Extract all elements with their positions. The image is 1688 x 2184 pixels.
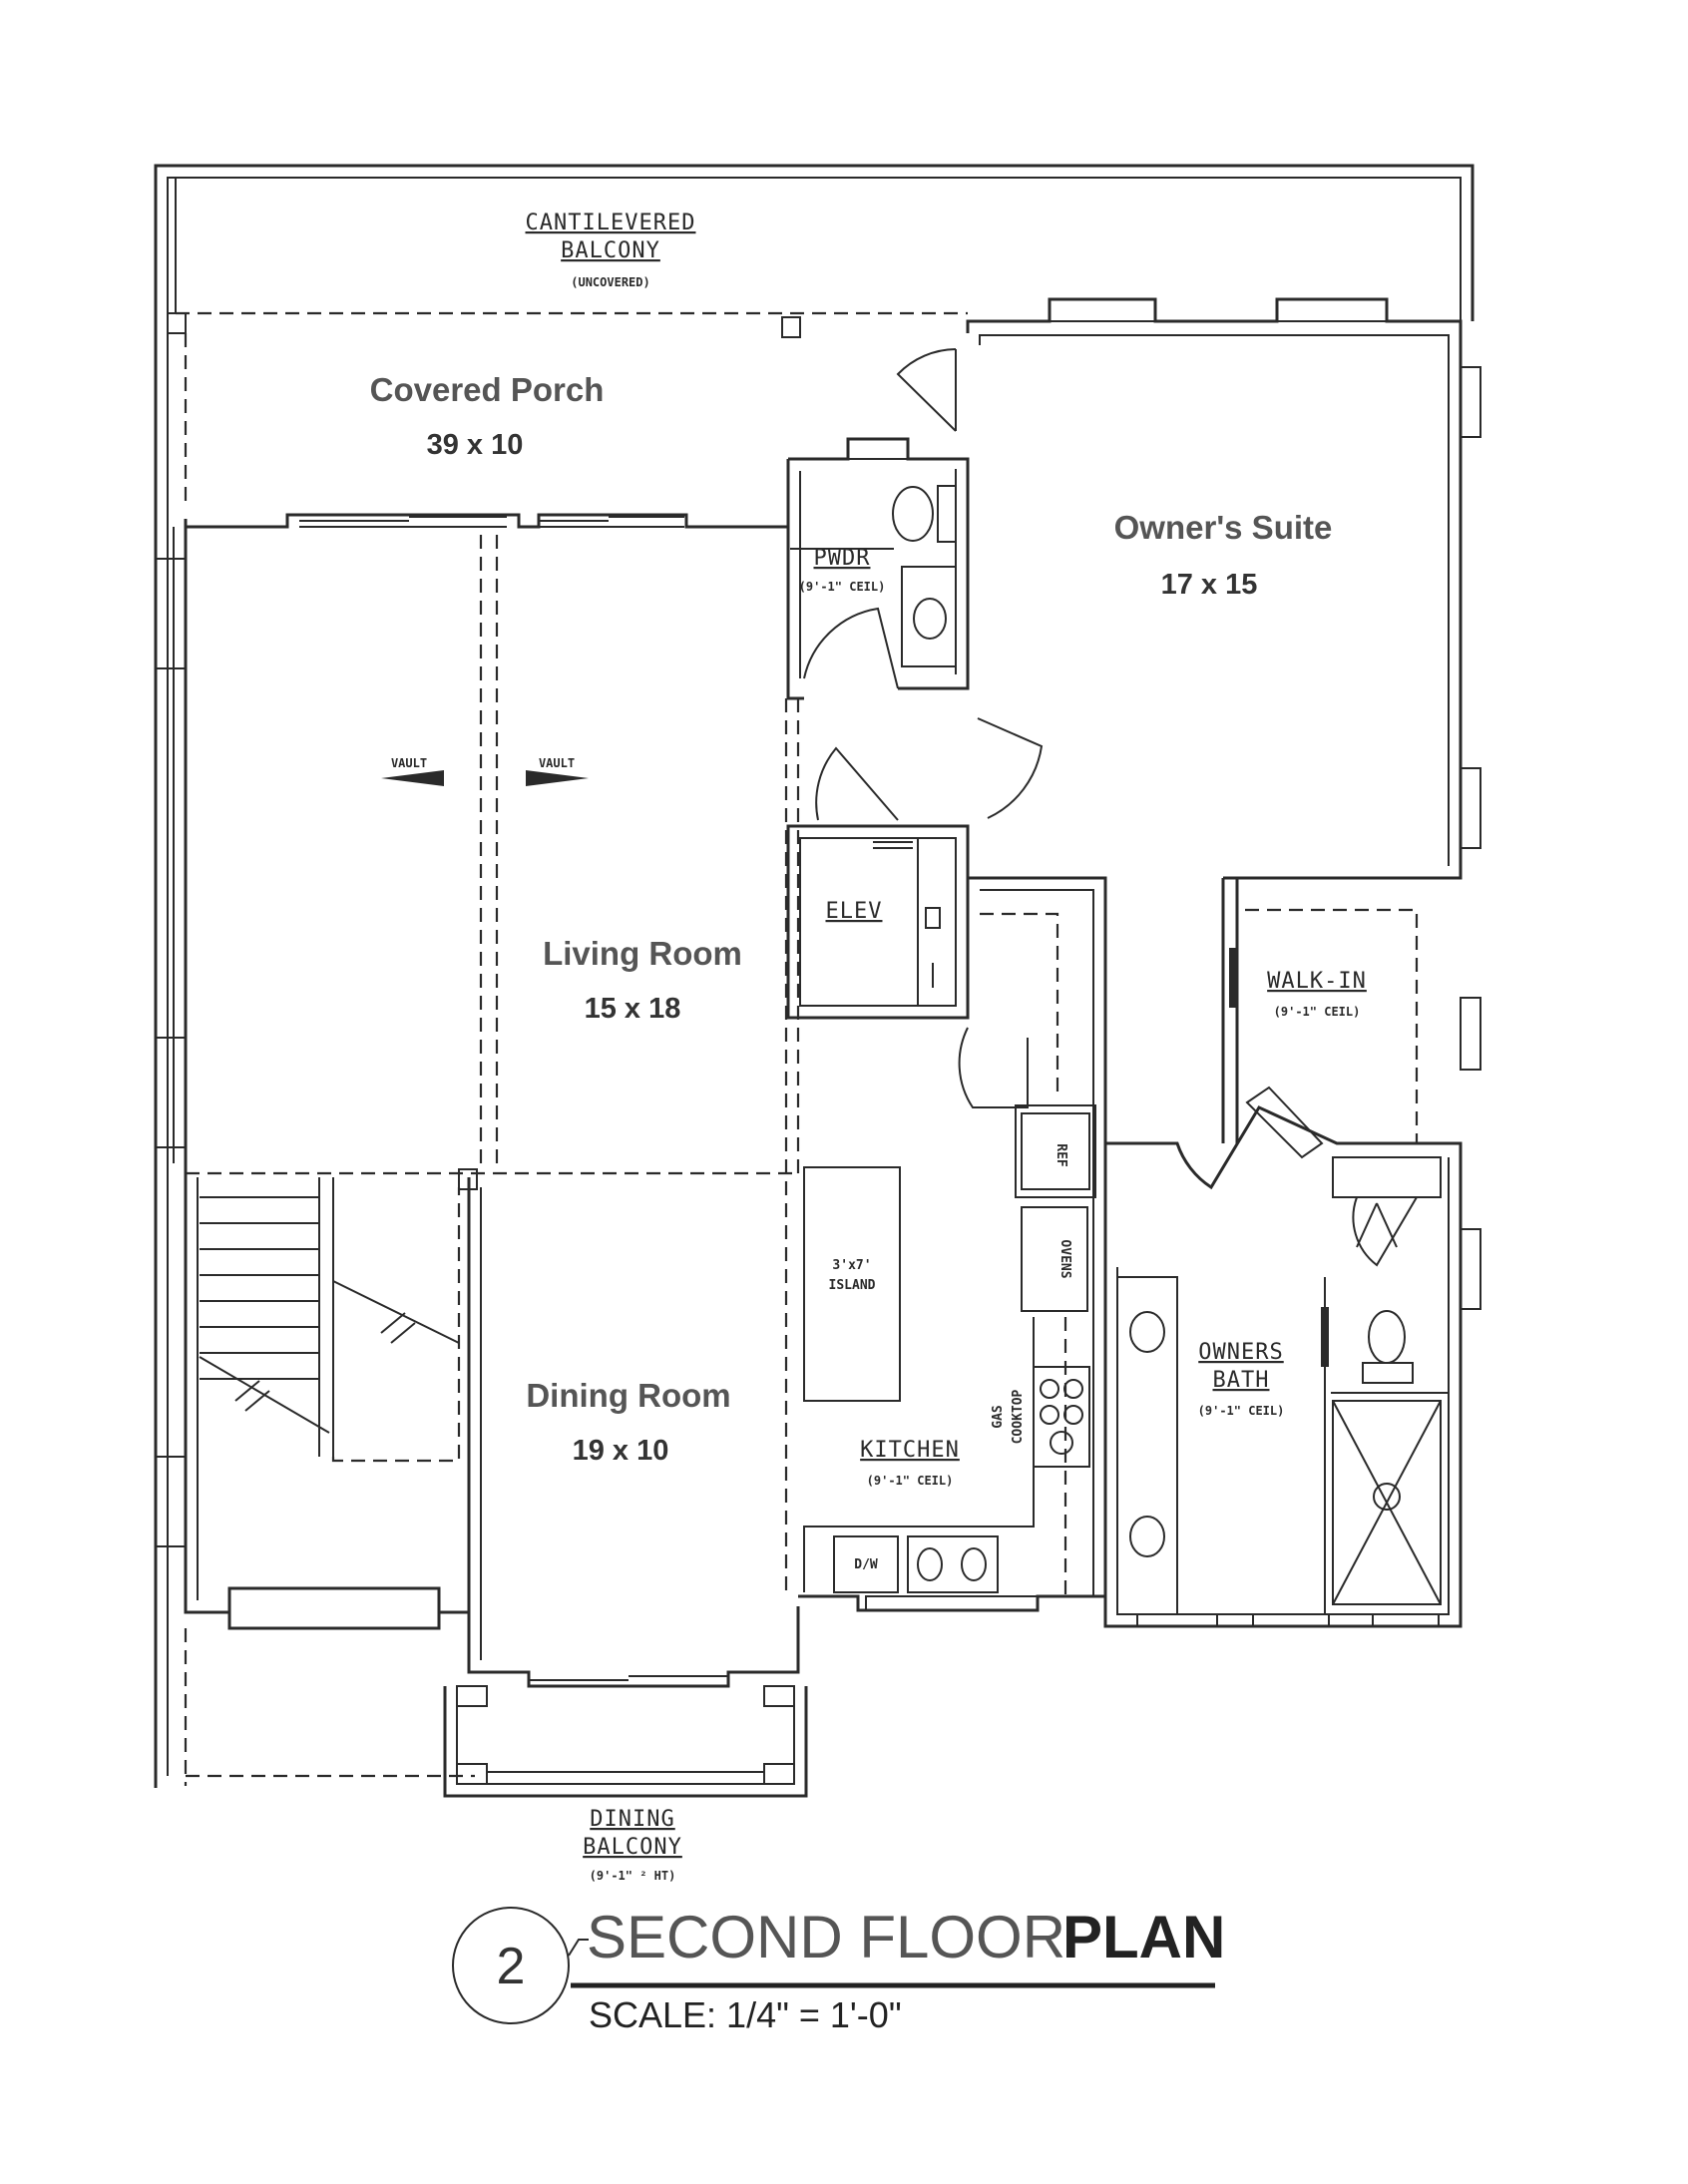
shower bbox=[1332, 1400, 1442, 1605]
toilet-icon bbox=[892, 486, 934, 542]
pwdr-note: (9'-1" CEIL) bbox=[799, 580, 886, 594]
title-block: 2 SECOND FLOOR PLAN SCALE: 1/4" = 1'-0" bbox=[452, 1904, 1225, 2035]
owners-suite-dims: 17 x 15 bbox=[1161, 569, 1258, 601]
refrigerator bbox=[1015, 1104, 1096, 1198]
suite-door-swing bbox=[977, 717, 1044, 819]
shower-drain bbox=[1373, 1483, 1401, 1511]
window bbox=[1372, 1613, 1440, 1627]
vanity bbox=[901, 566, 957, 667]
pwdr-label: PWDR bbox=[814, 546, 871, 571]
vault-ridge bbox=[479, 535, 499, 1167]
window bbox=[1252, 1613, 1330, 1627]
owners-bath bbox=[1103, 1086, 1481, 1628]
sink-icon bbox=[913, 598, 947, 640]
dining-room-walls bbox=[467, 1177, 800, 1688]
elev-door-swing bbox=[815, 746, 899, 821]
kitchen-label: KITCHEN bbox=[860, 1438, 960, 1463]
island-label-line2: ISLAND bbox=[829, 1278, 876, 1293]
dining-balcony-note: (9'-1" ² HT) bbox=[590, 1869, 676, 1883]
window bbox=[1460, 767, 1481, 849]
ovens bbox=[1021, 1206, 1088, 1312]
plan-title-light: SECOND FLOOR bbox=[587, 1904, 1065, 1970]
ovens-label: OVENS bbox=[1057, 1239, 1072, 1278]
dining-kitchen-divider bbox=[784, 698, 800, 1596]
window bbox=[155, 1456, 187, 1547]
bath-door-swing bbox=[1352, 1196, 1418, 1267]
dining-balcony-rail bbox=[443, 1685, 808, 1798]
sink-icon bbox=[1129, 1516, 1165, 1557]
window bbox=[155, 1037, 187, 1148]
window bbox=[1460, 1228, 1481, 1310]
balcony-label-line2: BALCONY bbox=[561, 238, 660, 263]
ref-label: REF bbox=[1054, 1143, 1068, 1167]
balcony-note: (UNCOVERED) bbox=[571, 275, 649, 289]
gas-cooktop bbox=[1033, 1366, 1090, 1468]
dining-room-dims: 19 x 10 bbox=[573, 1435, 669, 1467]
kitchen-note: (9'-1" CEIL) bbox=[867, 1474, 954, 1488]
walk-in-label: WALK-IN bbox=[1267, 969, 1367, 994]
window bbox=[847, 438, 909, 460]
window bbox=[155, 558, 187, 669]
dining-room-name: Dining Room bbox=[526, 1377, 730, 1414]
owners-bath-label-line2: BATH bbox=[1213, 1368, 1270, 1393]
double-sink bbox=[907, 1535, 999, 1593]
porch-dims: 39 x 10 bbox=[427, 429, 524, 461]
porch-post bbox=[781, 316, 801, 338]
plan-title-bold: PLAN bbox=[1062, 1904, 1225, 1970]
toilet-tank bbox=[937, 485, 957, 543]
powder-room bbox=[786, 437, 970, 700]
window bbox=[865, 1595, 1039, 1611]
window bbox=[1460, 997, 1481, 1071]
elev-label: ELEV bbox=[826, 899, 883, 924]
vault-label-left: VAULT bbox=[391, 756, 427, 770]
living-room-dims: 15 x 18 bbox=[585, 993, 681, 1025]
walk-in-closet bbox=[1221, 876, 1481, 1143]
island-label-line1: 3'x7' bbox=[832, 1258, 871, 1273]
dining-balcony-label-line2: BALCONY bbox=[583, 1835, 682, 1860]
porch-door-swing bbox=[896, 348, 957, 432]
island bbox=[803, 1166, 901, 1402]
plan-number: 2 bbox=[497, 1938, 526, 1995]
linen-closet bbox=[1245, 1086, 1324, 1159]
dining-balcony-label-line1: DINING bbox=[590, 1807, 674, 1832]
owners-bath-label-line1: OWNERS bbox=[1198, 1340, 1283, 1365]
toilet-tank bbox=[1362, 1362, 1414, 1384]
window bbox=[1276, 298, 1388, 322]
balcony-label-line1: CANTILEVERED bbox=[526, 211, 696, 235]
cooktop-label-line1: GAS bbox=[991, 1405, 1006, 1429]
owners-bath-note: (9'-1" CEIL) bbox=[1198, 1404, 1285, 1418]
vault-label-right: VAULT bbox=[539, 756, 575, 770]
double-vanity bbox=[1116, 1276, 1178, 1615]
owners-suite-name: Owner's Suite bbox=[1114, 509, 1333, 546]
vault-arrow-left bbox=[381, 770, 444, 786]
plan-scale: SCALE: 1/4" = 1'-0" bbox=[589, 1994, 902, 2035]
porch-name: Covered Porch bbox=[370, 371, 605, 408]
owners-suite-walls bbox=[966, 297, 1481, 1143]
sink-icon bbox=[1129, 1311, 1165, 1353]
window bbox=[1136, 1613, 1218, 1627]
stairs bbox=[155, 1177, 475, 1786]
kitchen bbox=[798, 876, 1107, 1612]
kitchen-door-swing bbox=[958, 1027, 1029, 1108]
living-room-name: Living Room bbox=[543, 935, 742, 972]
cooktop-label-line2: COOKTOP bbox=[1011, 1389, 1026, 1444]
dw-label: D/W bbox=[854, 1557, 878, 1572]
cantilevered-balcony-rail bbox=[154, 164, 1475, 1788]
toilet-icon bbox=[1368, 1310, 1406, 1364]
window bbox=[1049, 298, 1156, 322]
plan-number-circle bbox=[452, 1907, 570, 2024]
walk-in-note: (9'-1" CEIL) bbox=[1274, 1005, 1361, 1019]
window bbox=[1460, 366, 1481, 438]
vault-arrow-right bbox=[526, 770, 589, 786]
dishwasher bbox=[833, 1535, 899, 1593]
porch-post bbox=[167, 312, 187, 334]
living-room-walls bbox=[155, 513, 788, 1177]
pwdr-door-swing bbox=[803, 607, 899, 689]
